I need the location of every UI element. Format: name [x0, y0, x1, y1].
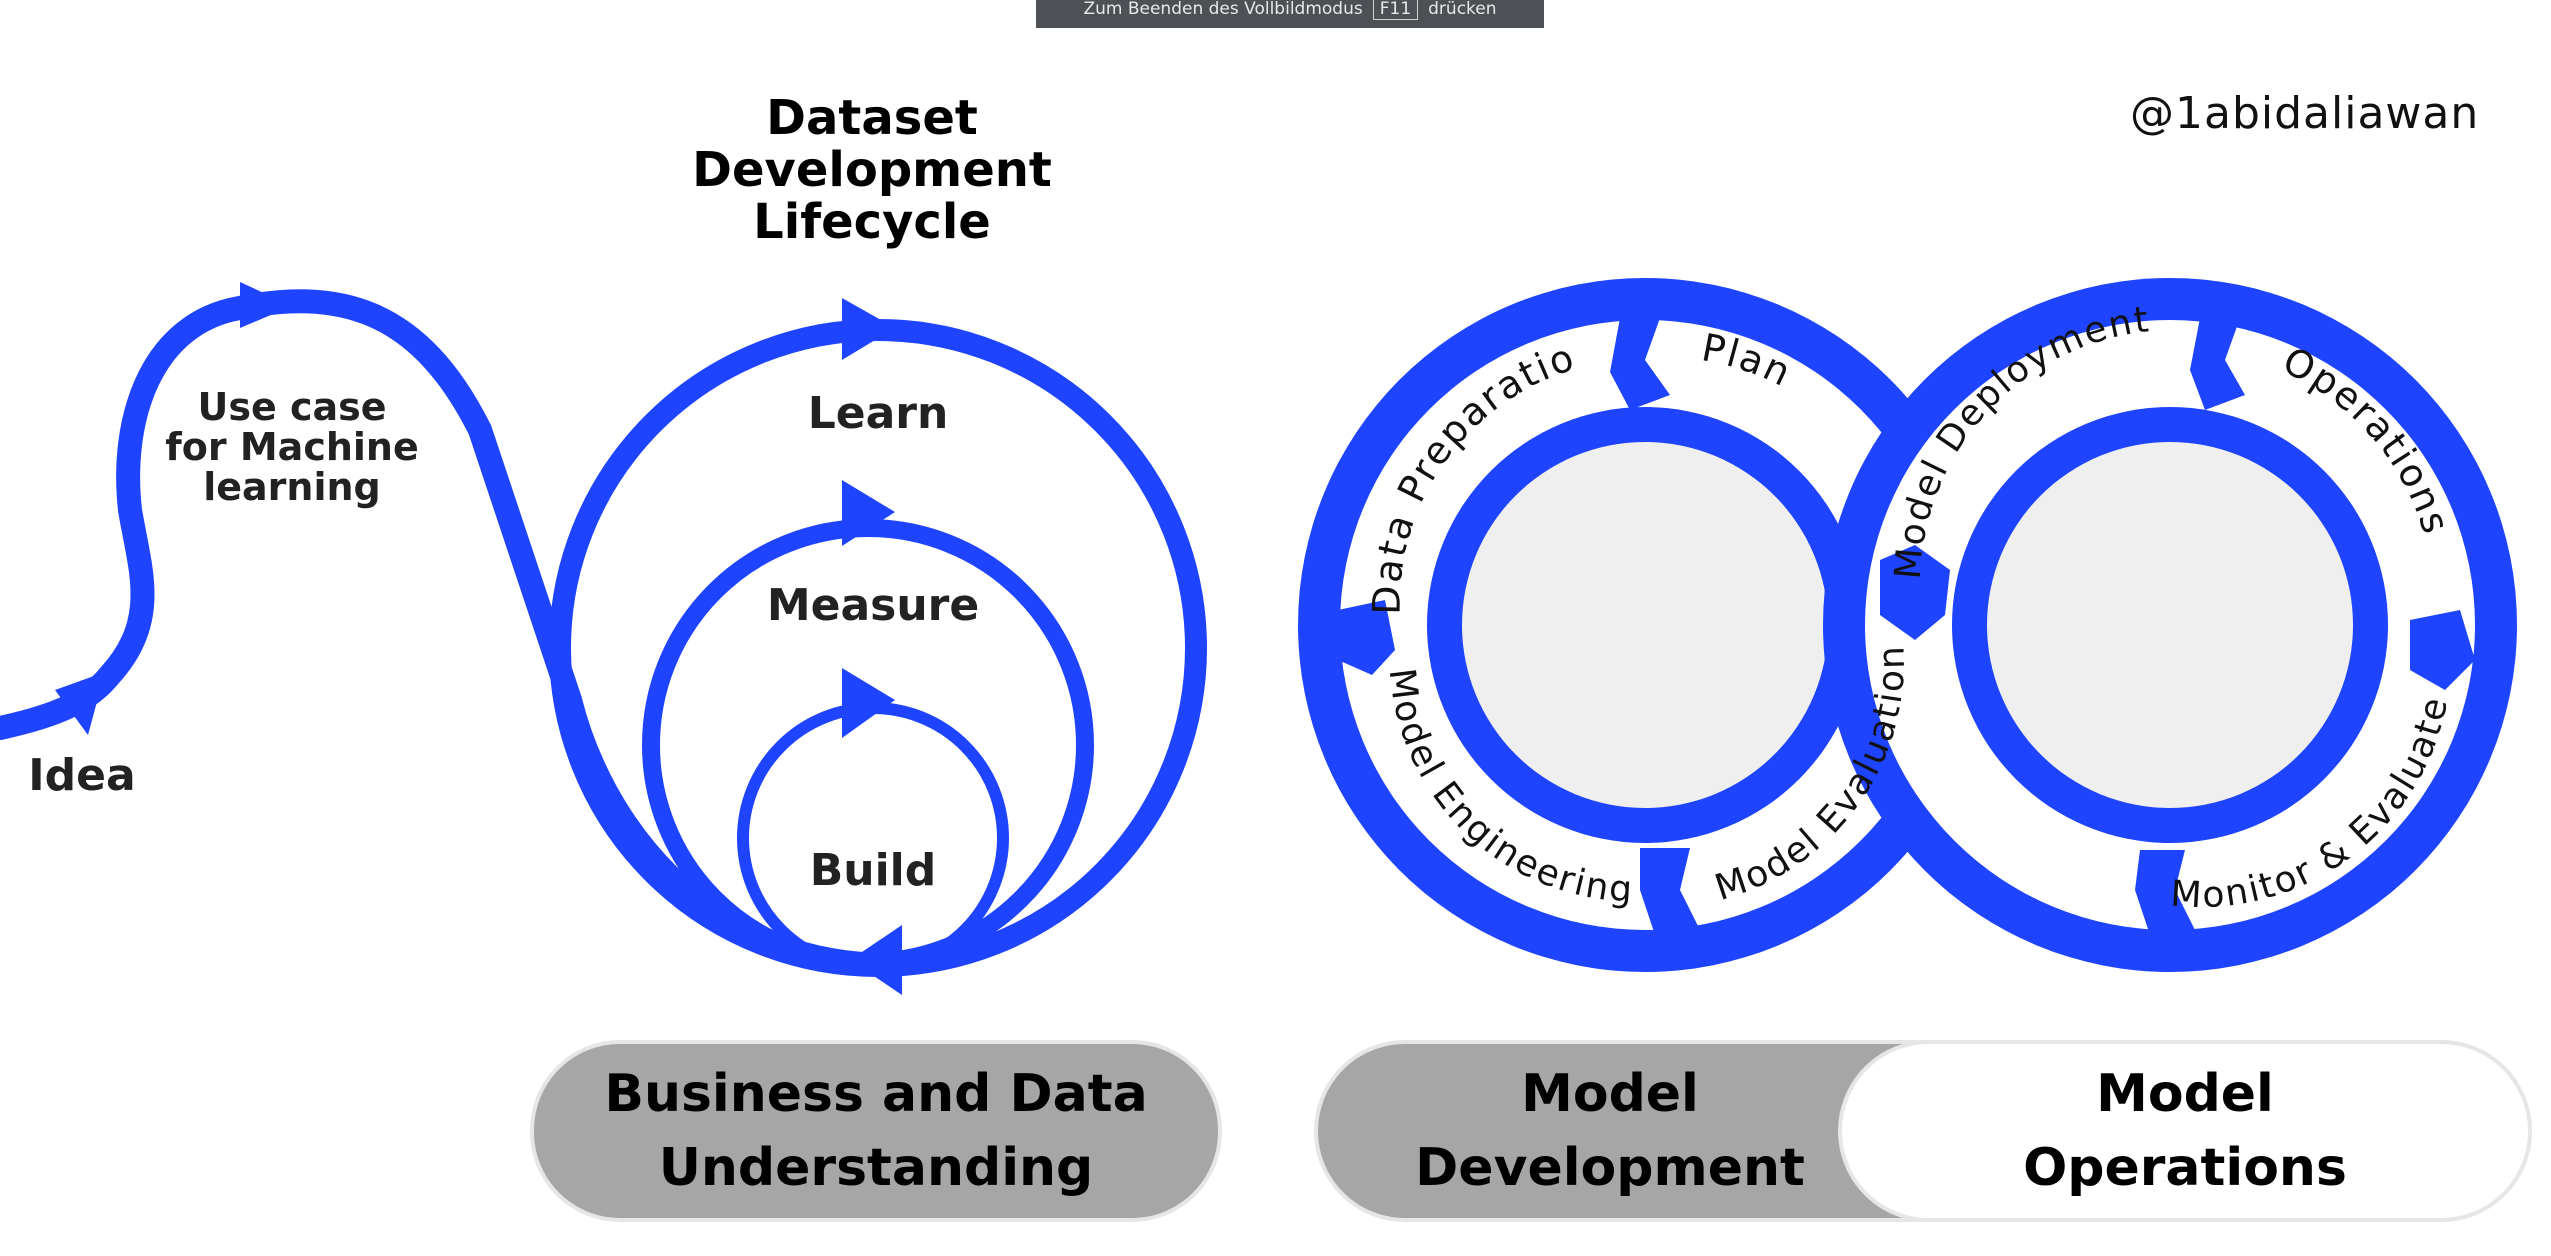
- fullscreen-exit-hint: Zum Beenden des Vollbildmodus F11 drücke…: [1036, 0, 1544, 28]
- model-ops-line-2: Operations: [2023, 1138, 2347, 1198]
- build-label: Build: [810, 845, 937, 896]
- learn-label: Learn: [808, 388, 949, 439]
- f11-key: F11: [1372, 0, 1419, 20]
- model-dev-line-1: Model: [1521, 1064, 1699, 1124]
- fullscreen-hint-suffix: drücken: [1428, 0, 1497, 19]
- idea-label: Idea: [28, 750, 135, 801]
- model-ops-line-1: Model: [2096, 1064, 2274, 1124]
- learn-arrow: [842, 298, 895, 360]
- model-dev-line-2: Development: [1415, 1138, 1805, 1198]
- build-loop: [737, 702, 1009, 974]
- use-case-label-2: for Machine: [165, 425, 419, 469]
- left-divider-top: [1610, 318, 1670, 410]
- right-ring-center: [1987, 442, 2353, 808]
- use-case-label-1: Use case: [197, 385, 386, 429]
- title-line-3: Lifecycle: [753, 194, 991, 250]
- title-line-2: Development: [692, 142, 1052, 198]
- left-divider-left: [1338, 600, 1395, 675]
- return-arrow: [850, 925, 902, 995]
- left-ring-center: [1462, 442, 1828, 808]
- author-handle: @1abidaliawan: [2130, 88, 2480, 139]
- model-development-ring: [1298, 278, 1992, 972]
- right-divider-bottom: [2135, 850, 2195, 935]
- use-case-label-3: learning: [203, 465, 381, 509]
- arrow-head-usecase: [240, 282, 292, 328]
- right-divider-right: [2410, 610, 2475, 690]
- measure-arrow: [842, 480, 895, 546]
- business-pill-line-1: Business and Data: [604, 1064, 1148, 1124]
- dataset-lifecycle-title: Dataset Development Lifecycle: [672, 92, 1072, 248]
- right-divider-top: [2190, 318, 2245, 410]
- fullscreen-hint-prefix: Zum Beenden des Vollbildmodus: [1083, 0, 1363, 19]
- business-pill-line-2: Understanding: [658, 1138, 1094, 1198]
- left-divider-bottom: [1640, 848, 1700, 935]
- arrow-head-idea: [55, 672, 105, 735]
- model-operations-ring: [1823, 278, 2517, 972]
- model-development-pill: Model Development: [1330, 1046, 1890, 1216]
- title-line-1: Dataset: [766, 90, 978, 146]
- measure-label: Measure: [767, 580, 979, 631]
- model-operations-pill: Model Operations: [1838, 1040, 2532, 1222]
- build-arrow: [842, 668, 895, 738]
- business-data-understanding-pill: Business and Data Understanding: [530, 1040, 1222, 1222]
- lifecycle-loops: [549, 298, 1207, 995]
- center-crossing: [1880, 545, 1950, 640]
